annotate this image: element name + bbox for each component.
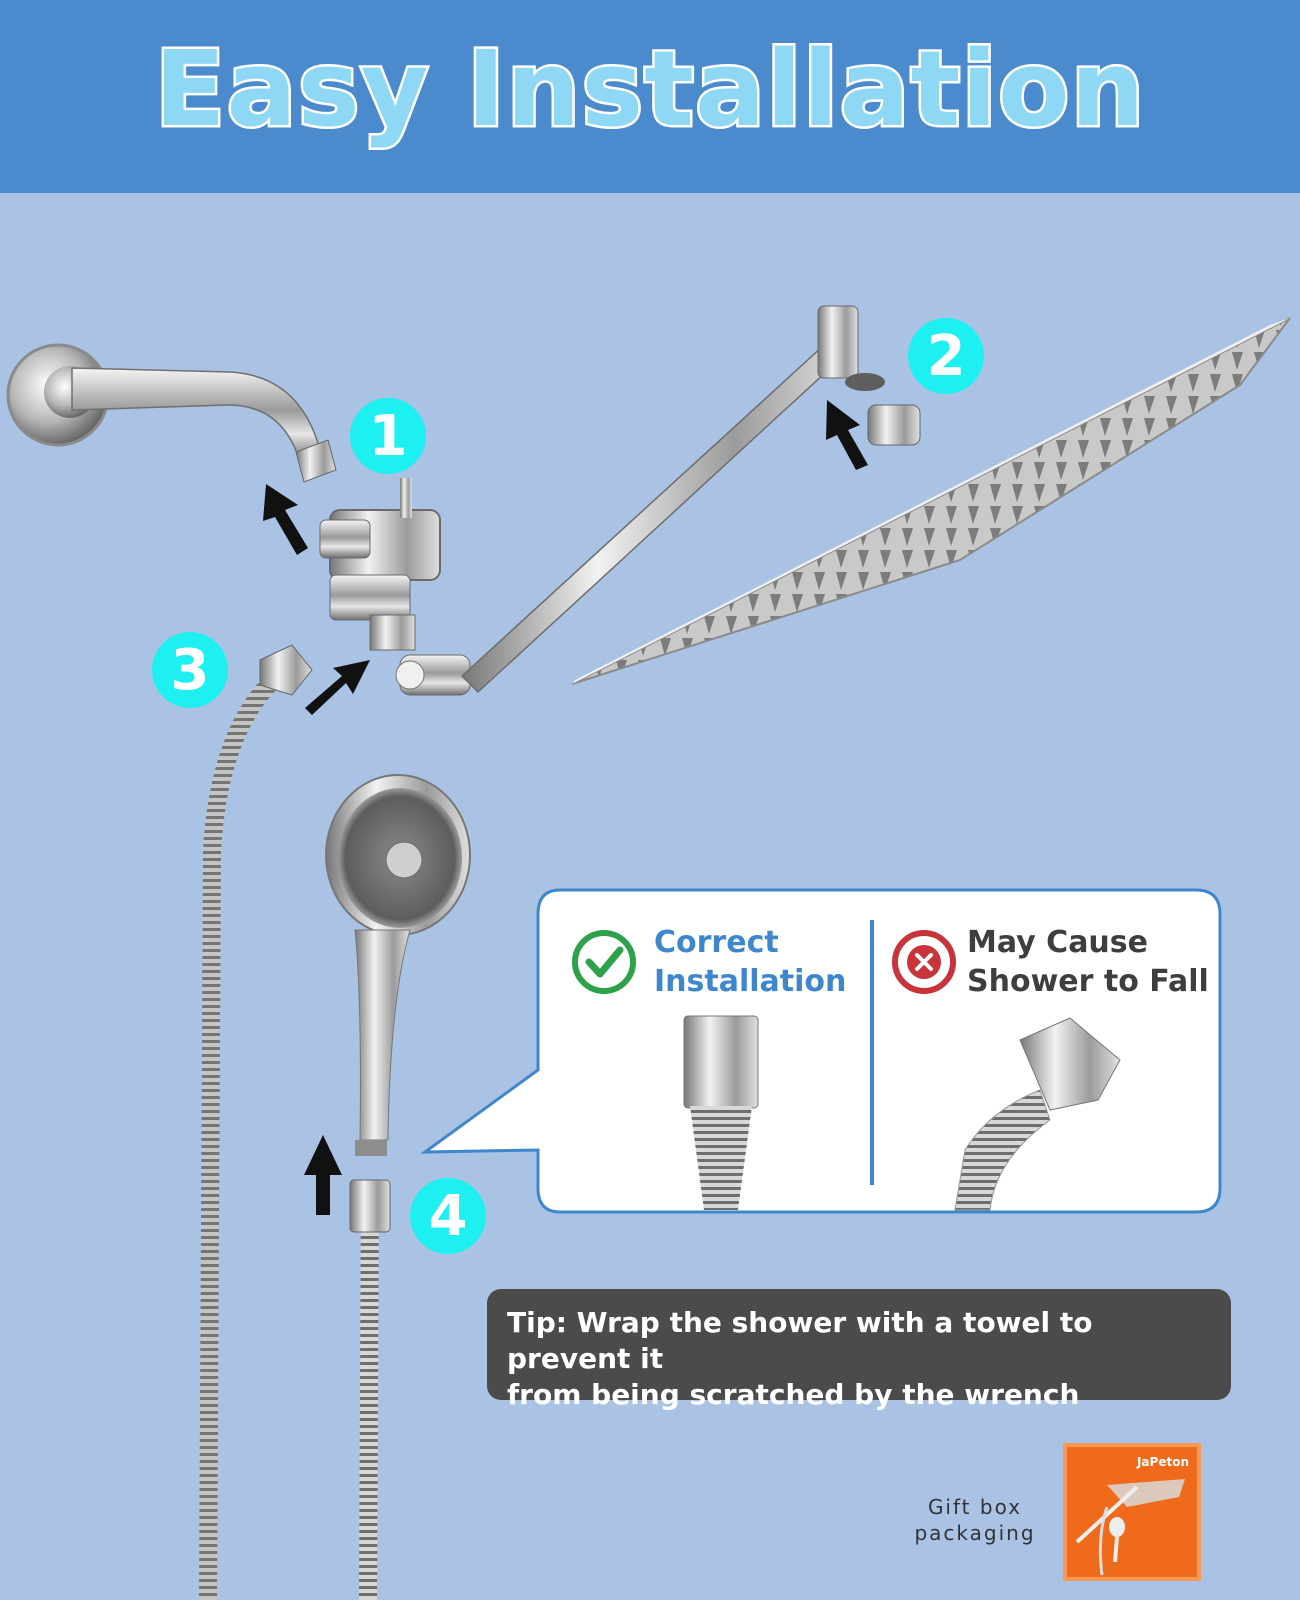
incorrect-installation-label: May Cause Shower to Fall xyxy=(967,925,1209,999)
arrow-up-icon xyxy=(263,400,868,1215)
step-badge-3: 3 xyxy=(152,632,228,708)
gift-box-image: JaPeton xyxy=(1063,1443,1201,1581)
extension-arm xyxy=(460,305,885,694)
gift-box-label: Gift box packaging xyxy=(914,1495,1036,1545)
header-banner xyxy=(0,0,1300,193)
rain-shower-head xyxy=(571,317,1291,685)
x-circle-icon xyxy=(892,930,956,994)
page-title: Easy Installation xyxy=(152,26,1147,153)
gift-box-product-icon xyxy=(1075,1479,1185,1576)
step-badge-2: 2 xyxy=(908,318,984,394)
check-circle-icon xyxy=(572,930,636,994)
brand-logo: JaPeton xyxy=(1136,1455,1189,1469)
diverter-valve xyxy=(319,478,471,696)
shower-hose xyxy=(199,644,379,1600)
correct-connector xyxy=(683,1015,759,1210)
step-badge-1: 1 xyxy=(350,398,426,474)
correct-installation-label: Correct Installation xyxy=(654,925,847,999)
incorrect-connector xyxy=(954,1017,1121,1211)
handheld-shower xyxy=(325,774,471,1233)
step-badge-4: 4 xyxy=(410,1178,486,1254)
shower-arm xyxy=(6,343,337,483)
tip-banner: Tip: Wrap the shower with a towel to pre… xyxy=(487,1289,1231,1411)
